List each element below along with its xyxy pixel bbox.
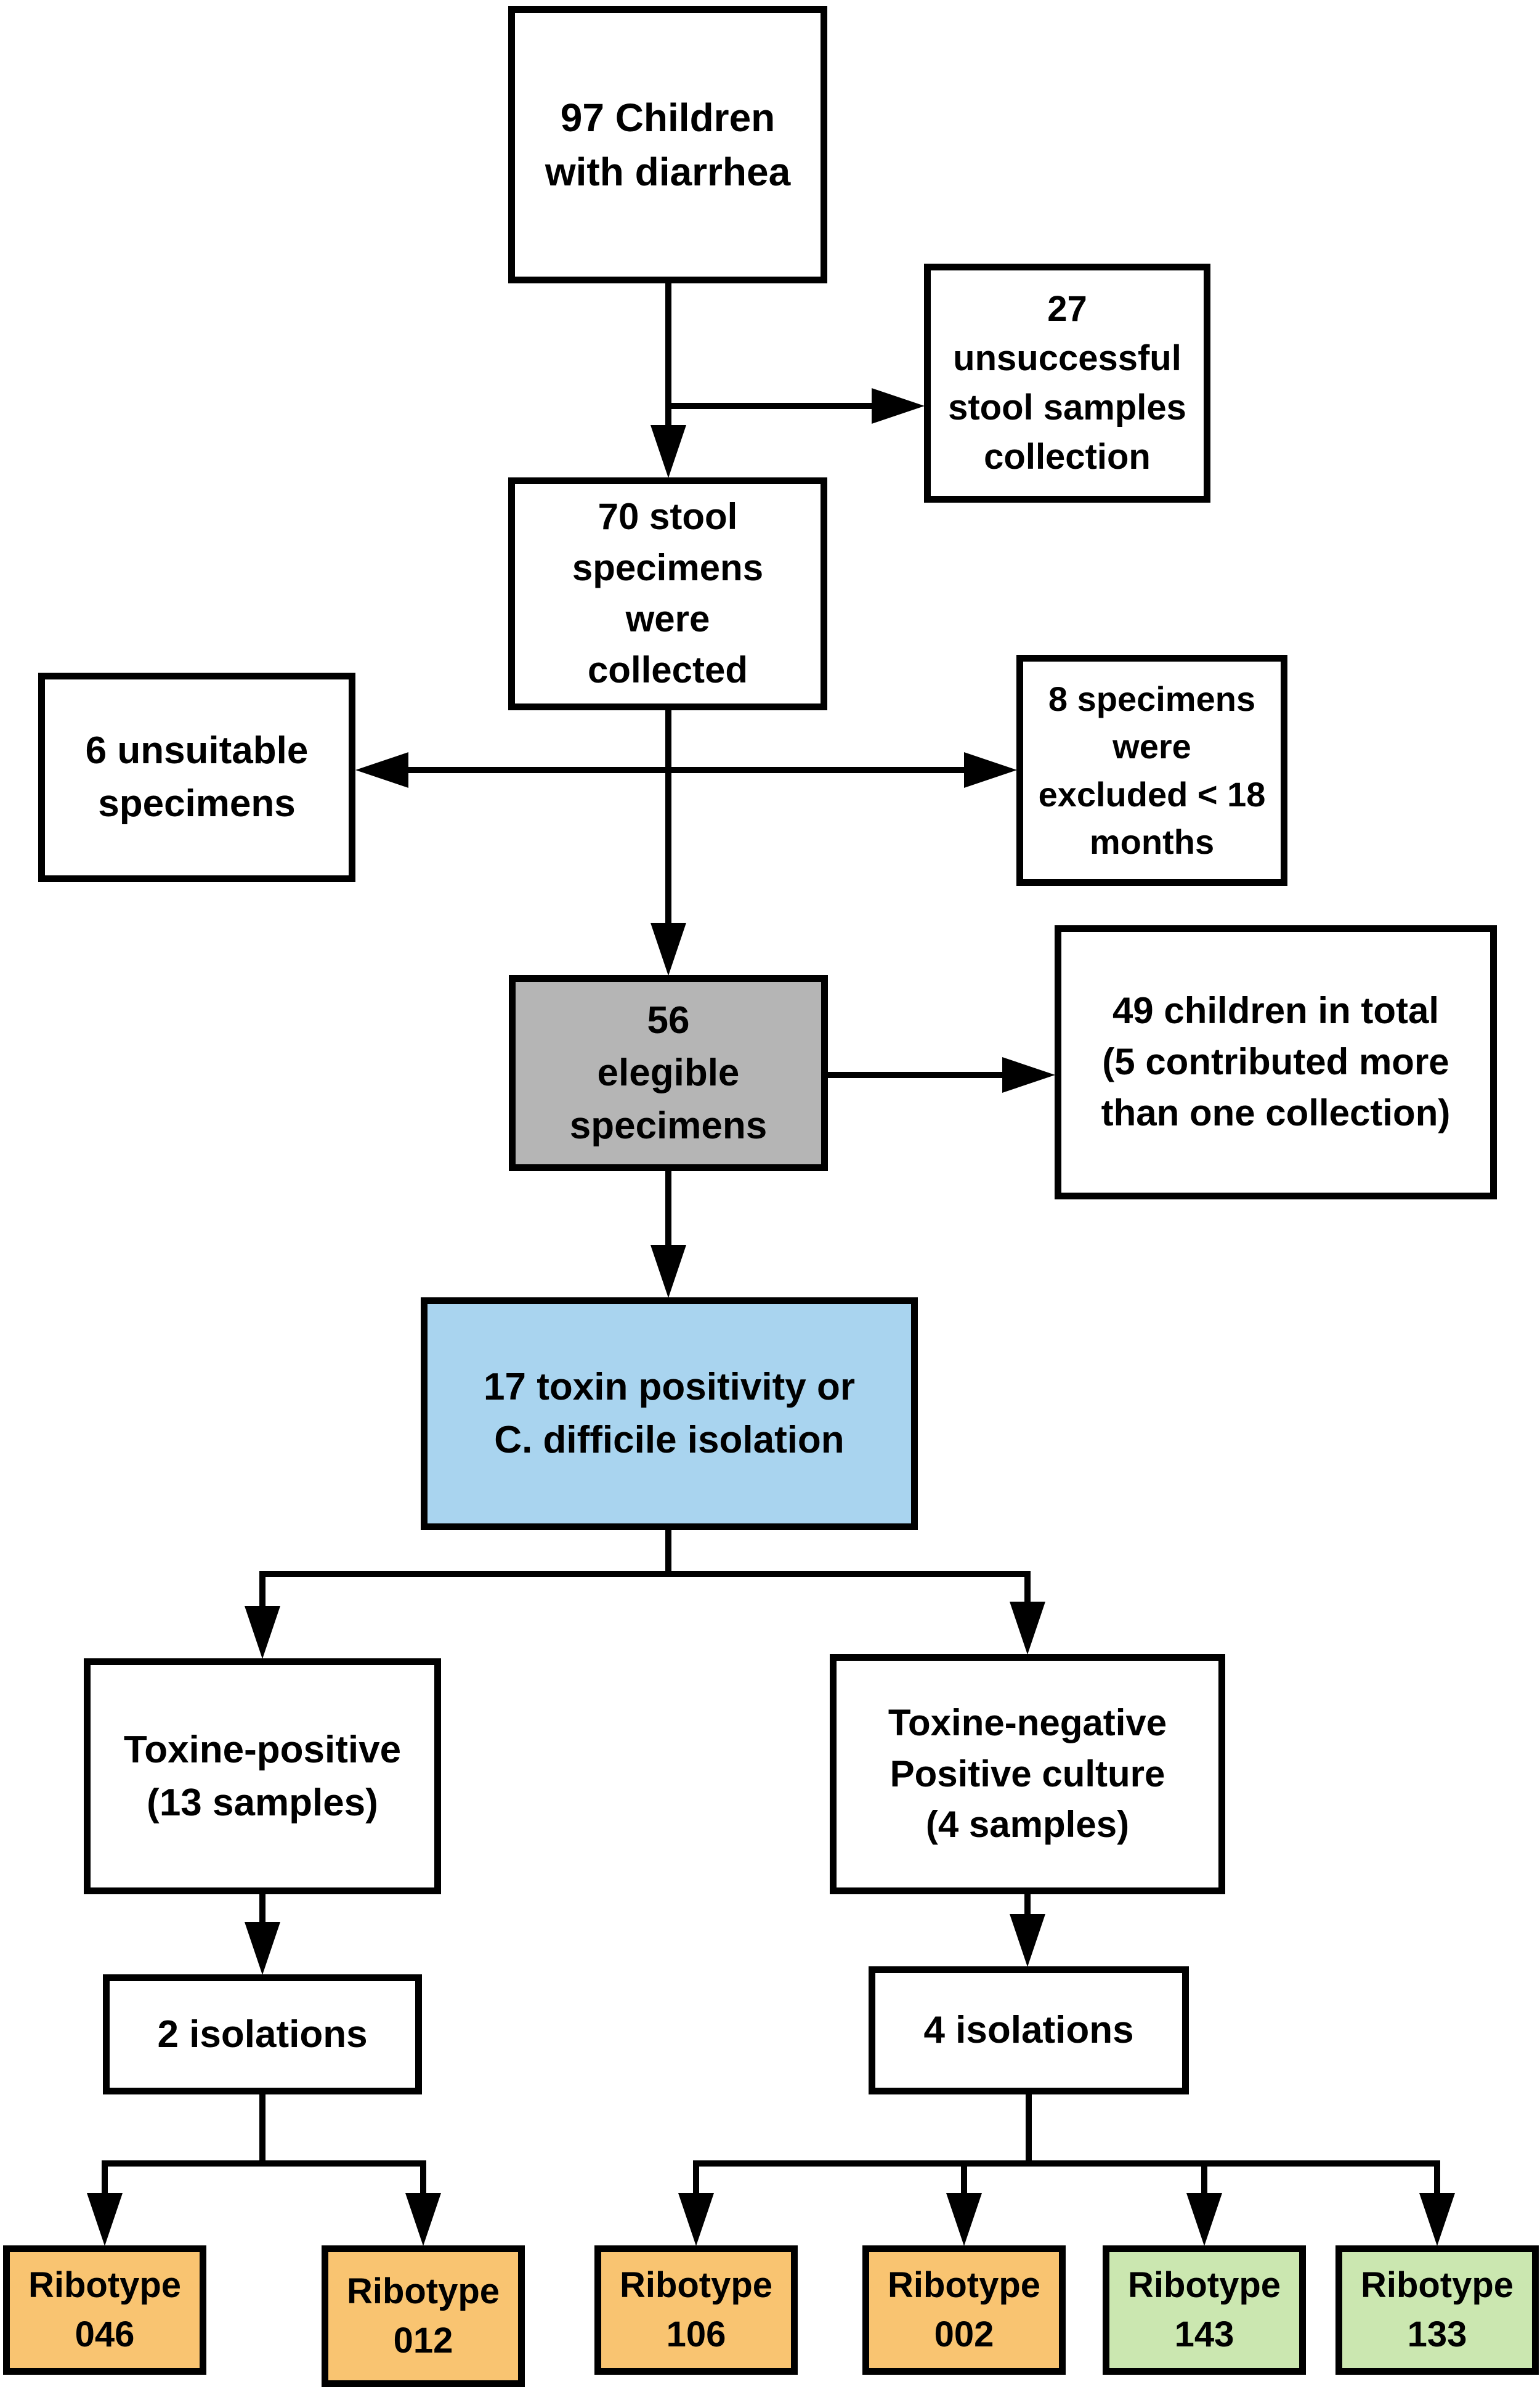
line-iso4-branch <box>693 2160 1437 2167</box>
line-branch-toxneg <box>1024 1571 1031 1607</box>
arrowhead-r133 <box>1419 2193 1455 2246</box>
node-ribotype-143-label: Ribotype 143 <box>1127 2264 1281 2354</box>
arrowhead-unsuccessful <box>872 388 925 424</box>
arrowhead-iso2 <box>245 1922 280 1975</box>
node-56-eligible: 56 elegible specimens <box>509 975 828 1171</box>
arrowhead-total <box>1002 1057 1055 1093</box>
arrowhead-r106 <box>678 2193 714 2246</box>
node-toxine-positive-label: Toxine-positive (13 samples) <box>123 1728 402 1824</box>
line-branch-r133 <box>1434 2160 1440 2197</box>
arrowhead-r012 <box>405 2193 441 2246</box>
node-4-isolations: 4 isolations <box>869 1966 1189 2094</box>
line-toxpos-to-iso2 <box>259 1893 265 1927</box>
node-toxine-negative: Toxine-negative Positive culture (4 samp… <box>830 1654 1225 1894</box>
line-branch-r106 <box>693 2160 699 2197</box>
node-8-excluded-label: 8 specimens were excluded < 18 months <box>1038 679 1266 861</box>
node-17-toxin: 17 toxin positivity or C. difficile isol… <box>421 1297 918 1530</box>
line-toxin-branch <box>259 1571 1031 1577</box>
line-iso4-stem <box>1026 2093 1032 2167</box>
line-stool-to-eligible <box>665 710 671 923</box>
line-iso2-stem <box>259 2093 265 2167</box>
node-ribotype-133-label: Ribotype 133 <box>1360 2264 1514 2354</box>
line-branch-r143 <box>1201 2160 1207 2197</box>
arrowhead-excluded <box>964 752 1017 788</box>
line-children-to-stool <box>665 280 671 431</box>
node-17-toxin-label: 17 toxin positivity or C. difficile isol… <box>484 1366 855 1461</box>
node-97-children: 97 Children with diarrhea <box>508 6 827 283</box>
line-iso2-branch <box>102 2160 423 2167</box>
node-ribotype-106-label: Ribotype 106 <box>619 2264 773 2354</box>
node-27-unsuccessful-label: 27 unsuccessful stool samples collection <box>948 288 1186 477</box>
arrowhead-unsuitable <box>355 752 408 788</box>
node-ribotype-012-label: Ribotype 012 <box>346 2271 500 2361</box>
node-toxine-negative-label: Toxine-negative Positive culture (4 samp… <box>888 1701 1167 1846</box>
node-4-isolations-label: 4 isolations <box>923 2009 1134 2052</box>
node-8-excluded: 8 specimens were excluded < 18 months <box>1016 655 1287 886</box>
line-branch-r002 <box>961 2160 967 2197</box>
node-56-eligible-label: 56 elegible specimens <box>569 999 768 1147</box>
line-toxin-stem <box>665 1529 671 1577</box>
node-70-stool: 70 stool specimens were collected <box>508 477 827 710</box>
node-ribotype-046: Ribotype 046 <box>3 2245 206 2375</box>
arrowhead-iso4 <box>1010 1914 1045 1967</box>
node-ribotype-012: Ribotype 012 <box>322 2245 525 2387</box>
node-ribotype-002-label: Ribotype 002 <box>887 2264 1041 2354</box>
arrowhead-toxpos <box>245 1606 280 1659</box>
line-exclusion-branch <box>405 767 966 773</box>
line-branch-r012 <box>420 2160 426 2197</box>
node-6-unsuitable-label: 6 unsuitable specimens <box>85 729 309 825</box>
node-2-isolations-label: 2 isolations <box>157 2013 368 2056</box>
line-toxneg-to-iso4 <box>1024 1893 1031 1919</box>
line-branch-toxpos <box>259 1571 265 1611</box>
node-49-total: 49 children in total (5 contributed more… <box>1055 925 1497 1199</box>
arrowhead-stool <box>650 425 686 478</box>
node-97-children-label: 97 Children with diarrhea <box>545 95 791 194</box>
node-ribotype-143: Ribotype 143 <box>1103 2245 1306 2375</box>
line-children-to-unsuccessful <box>668 403 878 409</box>
line-eligible-to-total <box>828 1072 1007 1078</box>
node-6-unsuitable: 6 unsuitable specimens <box>38 673 355 882</box>
node-ribotype-002: Ribotype 002 <box>862 2245 1066 2375</box>
arrowhead-toxneg <box>1010 1602 1045 1655</box>
arrowhead-eligible <box>650 923 686 976</box>
node-ribotype-106: Ribotype 106 <box>594 2245 798 2375</box>
node-toxine-positive: Toxine-positive (13 samples) <box>84 1658 441 1894</box>
node-ribotype-133: Ribotype 133 <box>1335 2245 1539 2375</box>
node-2-isolations: 2 isolations <box>103 1974 422 2094</box>
arrowhead-r143 <box>1186 2193 1222 2246</box>
arrowhead-r046 <box>87 2193 123 2246</box>
line-eligible-to-toxin <box>665 1169 671 1249</box>
arrowhead-toxin <box>650 1245 686 1298</box>
node-70-stool-label: 70 stool specimens were collected <box>572 496 764 691</box>
line-branch-r046 <box>102 2160 108 2197</box>
node-27-unsuccessful: 27 unsuccessful stool samples collection <box>924 264 1210 503</box>
node-49-total-label: 49 children in total (5 contributed more… <box>1101 990 1451 1133</box>
arrowhead-r002 <box>946 2193 982 2246</box>
node-ribotype-046-label: Ribotype 046 <box>28 2264 182 2354</box>
